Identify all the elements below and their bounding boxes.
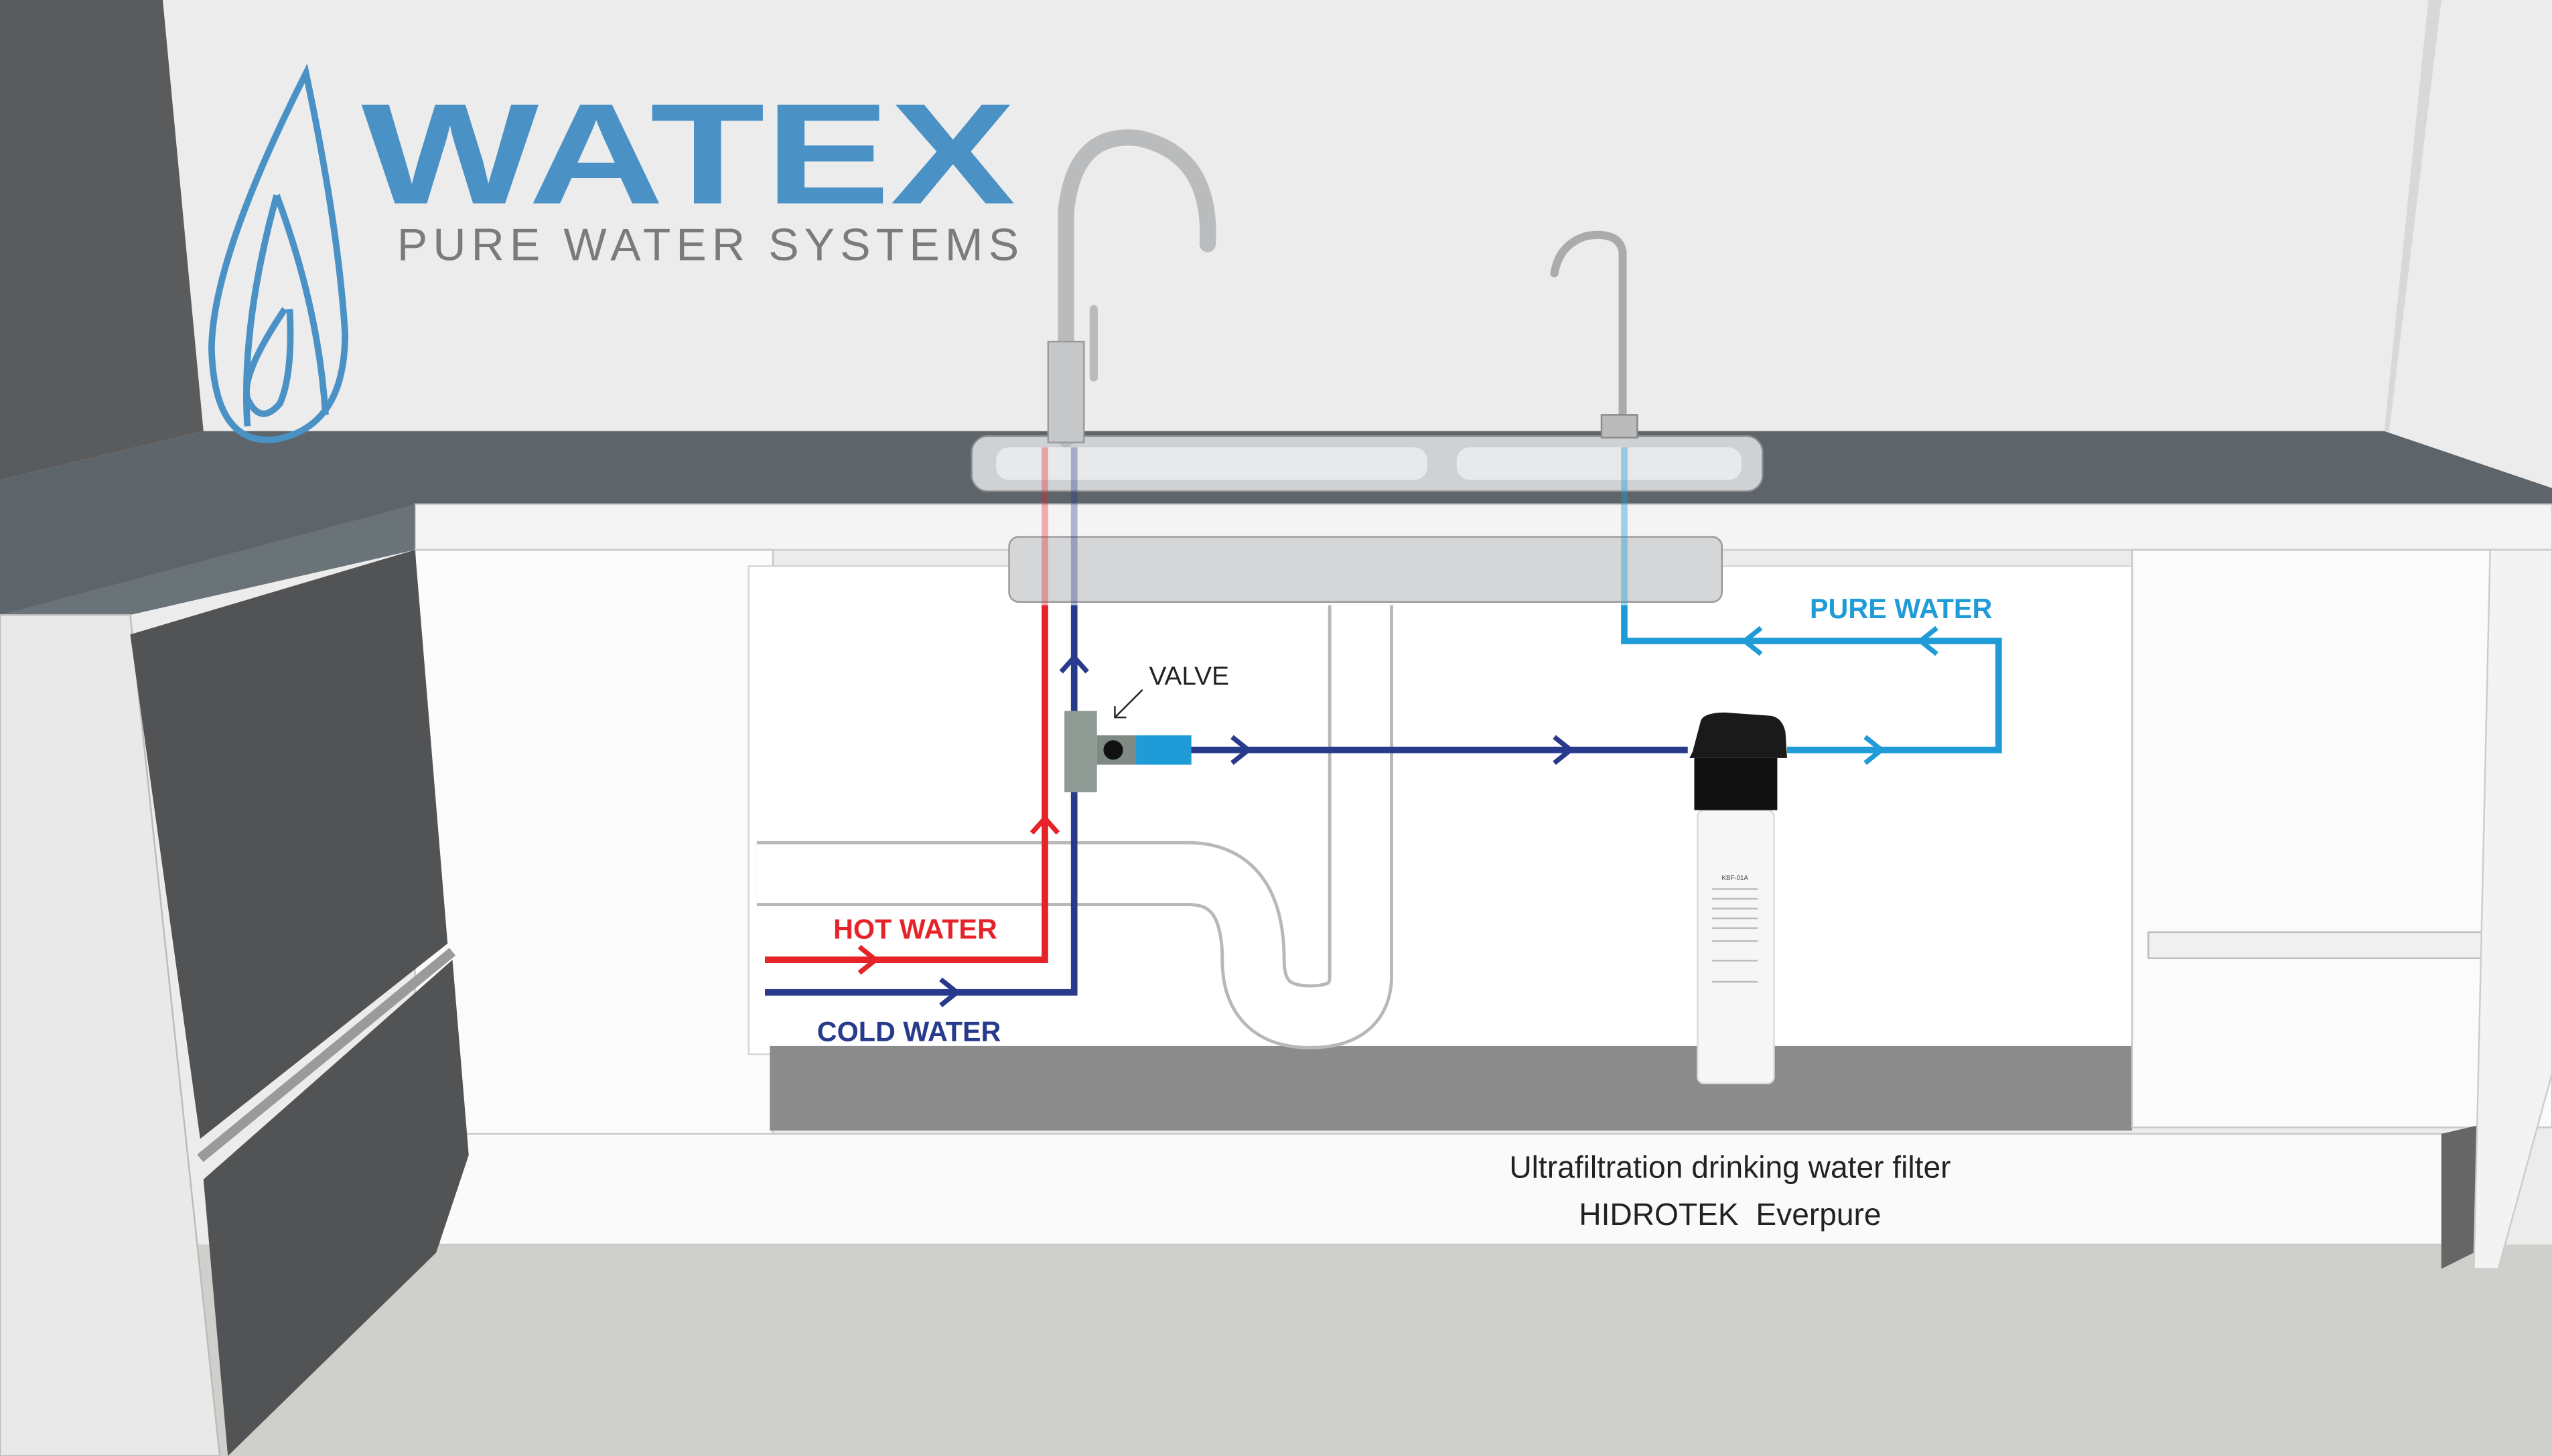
- arrow-icon: [1916, 626, 1938, 656]
- pure-water-label: PURE WATER: [1810, 593, 1992, 624]
- left-drawer-upper: [130, 550, 448, 1139]
- drawer-gap: [197, 948, 456, 1163]
- arrow-icon: [1740, 626, 1763, 656]
- left-drawer-lower: [203, 960, 469, 1456]
- sink-bowl: [1008, 536, 1723, 603]
- right-wall-edge: [2384, 0, 2441, 431]
- arrow-icon: [1230, 735, 1253, 766]
- cabinet-left-panel: [414, 549, 774, 1137]
- arrow-icon: [939, 977, 961, 1007]
- sink-basin-left: [996, 447, 1427, 480]
- caption-line-1: Ultrafiltration drinking water filter: [1509, 1150, 1951, 1185]
- valve[interactable]: [1064, 711, 1192, 792]
- countertop: [0, 431, 2552, 615]
- cabinet-interior: [748, 565, 2133, 1055]
- hot-water-label: HOT WATER: [833, 914, 997, 945]
- arrow-icon: [1553, 735, 1575, 766]
- water-drop-icon: [208, 63, 348, 443]
- counter-side: [0, 504, 415, 615]
- arrow-icon: [1863, 735, 1886, 766]
- valve-knob[interactable]: [1103, 740, 1123, 760]
- plinth: [425, 1133, 2451, 1246]
- pure-water-faucet: [1550, 230, 1638, 439]
- arrow-icon: [1059, 653, 1089, 674]
- filter-unit: KBF-01A: [1689, 712, 1787, 1084]
- drawer-handle-right: [2147, 931, 2524, 959]
- caption-line-2: HIDROTEK Everpure: [1579, 1197, 1881, 1232]
- arrow-icon: [1030, 814, 1060, 835]
- hot-water-pipe: [765, 605, 1048, 963]
- right-side-panel: [2473, 549, 2552, 1270]
- left-cabinet-side: [0, 613, 221, 1456]
- cold-water-label: COLD WATER: [817, 1017, 1001, 1047]
- floor: [0, 1244, 2552, 1456]
- pure-water-pipe: [1621, 605, 2002, 753]
- kitchen-faucet: [1047, 129, 1216, 447]
- filter-model: KBF-01A: [1722, 875, 1749, 882]
- valve-pointer-icon: [1114, 689, 1143, 719]
- sink-basin-right: [1456, 447, 1742, 480]
- valve-pointer-head-icon: [1114, 706, 1127, 719]
- left-wall: [0, 0, 204, 480]
- valve-label: VALVE: [1149, 662, 1229, 691]
- arrow-icon: [857, 944, 880, 975]
- logo-brand: WATEX: [361, 74, 1015, 234]
- cabinet-floor: [770, 1045, 2133, 1131]
